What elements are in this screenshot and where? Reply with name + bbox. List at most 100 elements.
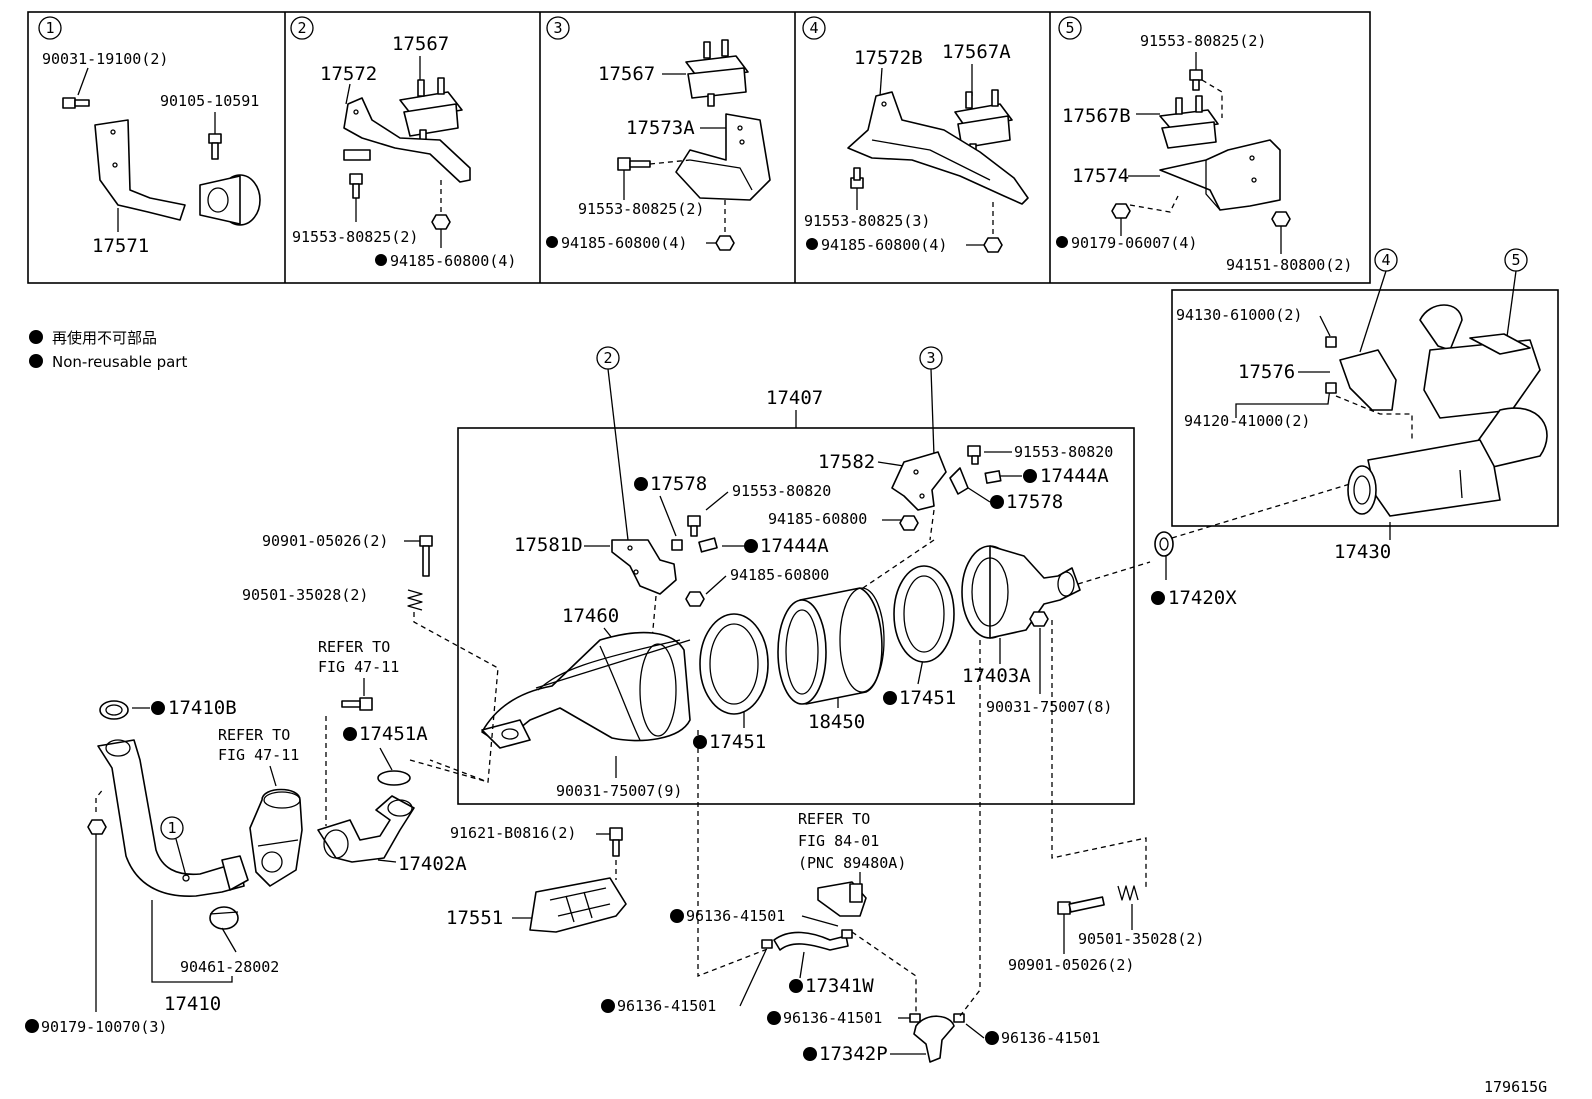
part-label[interactable]: 94185-60800	[730, 566, 829, 584]
part-label[interactable]: 91621-B0816(2)	[450, 824, 576, 842]
part-label[interactable]: 91553-80825(2)	[578, 200, 704, 218]
part-label[interactable]: FIG 47-11	[218, 746, 299, 764]
part-label[interactable]: 17578	[1006, 491, 1063, 513]
part-label[interactable]: 17451	[709, 731, 766, 753]
part-label[interactable]: 94185-60800	[768, 510, 867, 528]
part-label[interactable]: 17581D	[514, 534, 583, 556]
part-label[interactable]: 17444A	[1040, 465, 1109, 487]
part-label[interactable]: 17573A	[626, 117, 695, 139]
bracket-17572-shape	[343, 97, 471, 183]
part-label[interactable]: 94120-41000(2)	[1184, 412, 1310, 430]
part-label[interactable]: REFER TO	[318, 638, 390, 656]
assembly-label[interactable]: 17407	[766, 387, 823, 409]
non-reusable-dot	[744, 539, 758, 553]
part-label[interactable]: 90105-10591	[160, 92, 259, 110]
part-label[interactable]: 17572B	[854, 47, 923, 69]
part-label[interactable]: 17567	[392, 33, 449, 55]
inset-number: 2	[297, 19, 306, 37]
part-label[interactable]: 17444A	[760, 535, 829, 557]
nut-icon	[715, 235, 735, 251]
part-label[interactable]: 17451A	[359, 723, 428, 745]
part-label[interactable]: 90501-35028(2)	[1078, 930, 1204, 948]
part-label[interactable]: 91553-80820	[1014, 443, 1113, 461]
gasket-17451-shape	[893, 565, 955, 663]
part-label[interactable]: 90031-75007(9)	[556, 782, 682, 800]
part-label[interactable]: 17571	[92, 235, 149, 257]
part-label[interactable]: 91553-80825(2)	[292, 228, 418, 246]
part-label[interactable]: FIG 47-11	[318, 658, 399, 676]
non-reusable-dot	[1056, 236, 1068, 248]
part-label[interactable]: 90501-35028(2)	[242, 586, 368, 604]
spring-icon	[407, 589, 423, 611]
part-label[interactable]: 90031-75007(8)	[986, 698, 1112, 716]
part-label[interactable]: 17567	[598, 63, 655, 85]
part-label[interactable]: 91553-80825(2)	[1140, 32, 1266, 50]
hose-17342P-shape	[909, 1013, 965, 1063]
part-label[interactable]: 17582	[818, 451, 875, 473]
non-reusable-dot	[546, 236, 558, 248]
part-label[interactable]: 90901-05026(2)	[1008, 956, 1134, 974]
part-label[interactable]: 94151-80800(2)	[1226, 256, 1352, 274]
part-label[interactable]: 94130-61000(2)	[1176, 306, 1302, 324]
non-reusable-dot	[1023, 469, 1037, 483]
non-reusable-dot	[990, 495, 1004, 509]
part-label[interactable]: 17567B	[1062, 105, 1131, 127]
part-label[interactable]: 17341W	[805, 975, 874, 997]
non-reusable-dot	[883, 691, 897, 705]
bracket-17581D-shape	[611, 515, 718, 641]
part-label[interactable]: 17420X	[1168, 587, 1237, 609]
part-label[interactable]: 91553-80820	[732, 482, 831, 500]
part-label[interactable]: (PNC 89480A)	[798, 854, 906, 872]
legend-japanese: 再使用不可部品	[52, 329, 157, 347]
part-label[interactable]: REFER TO	[798, 810, 870, 828]
part-label[interactable]: 96136-41501	[1001, 1029, 1100, 1047]
part-label[interactable]: 94185-60800(4)	[821, 236, 947, 254]
part-label[interactable]: 17451	[899, 687, 956, 709]
part-label[interactable]: 90179-10070(3)	[41, 1018, 167, 1036]
part-label[interactable]: 94185-60800(4)	[561, 234, 687, 252]
part-label[interactable]: FIG 84-01	[798, 832, 879, 850]
converter-assembly: 17407 2 3 17582 91553-80820 17444A 17578…	[457, 346, 1151, 805]
part-label[interactable]: 17551	[446, 907, 503, 929]
part-label[interactable]: 17576	[1238, 361, 1295, 383]
inset-number: 4	[809, 19, 818, 37]
part-label[interactable]: 90461-28002	[180, 958, 279, 976]
turbo-outlet-shape	[249, 788, 303, 887]
part-label[interactable]: 17574	[1072, 165, 1129, 187]
callout-number: 5	[1511, 251, 1520, 269]
part-label[interactable]: 17402A	[398, 853, 467, 875]
inset-panels	[27, 11, 1371, 284]
part-label[interactable]: 96136-41501	[783, 1009, 882, 1027]
part-label[interactable]: 96136-41501	[686, 907, 785, 925]
spring-icon	[1117, 885, 1139, 901]
part-label[interactable]: 91553-80825(3)	[804, 212, 930, 230]
part-label[interactable]: 94185-60800(4)	[390, 252, 516, 270]
bolt-icon	[208, 133, 222, 160]
gasket-17410B-shape	[99, 700, 129, 720]
part-label[interactable]: REFER TO	[218, 726, 290, 744]
bolt-icon	[1057, 896, 1105, 915]
legend: 再使用不可部品 Non-reusable part	[29, 329, 187, 371]
non-reusable-dot	[1151, 591, 1165, 605]
nut-icon	[1271, 211, 1291, 227]
non-reusable-dot	[343, 727, 357, 741]
inset-panel-1: 1 90031-19100(2) 90105-10591 17571	[38, 16, 261, 257]
part-label[interactable]: 17410	[164, 993, 221, 1015]
part-label[interactable]: 96136-41501	[617, 997, 716, 1015]
part-label[interactable]: 17410B	[168, 697, 237, 719]
callout-circle-1	[38, 16, 62, 40]
muffler-frame	[1171, 289, 1559, 527]
part-label[interactable]: 17572	[320, 63, 377, 85]
part-label[interactable]: 17430	[1334, 541, 1391, 563]
gasket-17420X-shape	[1154, 531, 1174, 557]
part-label[interactable]: 18450	[808, 711, 865, 733]
part-label[interactable]: 17460	[562, 605, 619, 627]
part-label[interactable]: 17403A	[962, 665, 1031, 687]
part-label[interactable]: 17567A	[942, 41, 1011, 63]
part-label[interactable]: 90031-19100(2)	[42, 50, 168, 68]
part-label[interactable]: 90179-06007(4)	[1071, 234, 1197, 252]
part-label[interactable]: 90901-05026(2)	[262, 532, 388, 550]
callout-circle-4	[802, 16, 826, 40]
part-label[interactable]: 17342P	[819, 1043, 888, 1065]
part-label[interactable]: 17578	[650, 473, 707, 495]
